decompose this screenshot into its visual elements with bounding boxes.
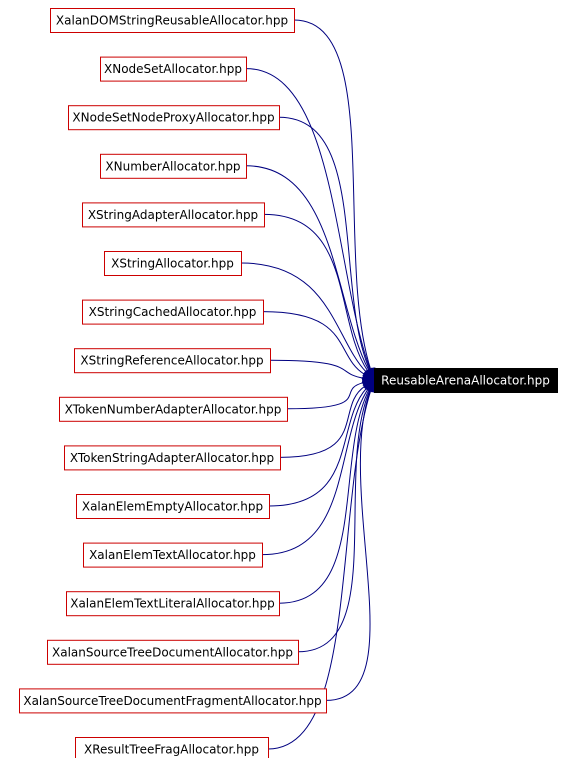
nodes-layer: XalanDOMStringReusableAllocator.hppXNode… [19, 8, 558, 758]
node-label: XNodeSetAllocator.hpp [104, 62, 242, 76]
edge-line [286, 382, 364, 410]
node-label: XStringAllocator.hpp [111, 257, 234, 271]
node-box [19, 688, 327, 714]
node-x-token-string-adapter-allocator[interactable]: XTokenStringAdapterAllocator.hpp [64, 445, 281, 471]
node-box [104, 251, 242, 276]
edge-line [269, 359, 364, 379]
edge-line [278, 389, 370, 604]
node-box [59, 396, 288, 422]
edge-line [263, 213, 369, 372]
node-x-node-set-allocator[interactable]: XNodeSetAllocator.hpp [100, 56, 247, 82]
edge-xalan-dom-string-reusable-allocator [293, 19, 376, 382]
edge-line [297, 389, 371, 653]
node-label: XalanDOMStringReusableAllocator.hpp [56, 14, 288, 28]
node-label: XStringCachedAllocator.hpp [89, 305, 257, 319]
edge-line [268, 387, 367, 507]
node-label: XNumberAllocator.hpp [105, 159, 240, 173]
node-box [76, 494, 270, 519]
edge-x-token-string-adapter-allocator [279, 379, 376, 458]
node-label: XalanElemEmptyAllocator.hpp [82, 500, 263, 514]
node-xalan-dom-string-reusable-allocator[interactable]: XalanDOMStringReusableAllocator.hpp [50, 8, 295, 33]
node-x-string-adapter-allocator[interactable]: XStringAdapterAllocator.hpp [82, 202, 265, 228]
node-label: XTokenStringAdapterAllocator.hpp [70, 451, 274, 465]
target-node-box [374, 368, 558, 393]
node-xalan-elem-text-literal-allocator[interactable]: XalanElemTextLiteralAllocator.hpp [66, 591, 280, 617]
node-x-result-tree-frag-allocator[interactable]: XResultTreeFragAllocator.hpp [75, 737, 269, 758]
edge-line [293, 19, 372, 370]
node-label: XalanSourceTreeDocumentAllocator.hpp [52, 645, 293, 659]
target-node-label: ReusableArenaAllocator.hpp [381, 374, 550, 388]
node-box [64, 445, 281, 471]
node-box [83, 542, 263, 568]
node-box [50, 8, 295, 33]
edge-line [278, 116, 371, 371]
node-label: XStringReferenceAllocator.hpp [80, 354, 263, 368]
node-x-token-number-adapter-allocator[interactable]: XTokenNumberAdapterAllocator.hpp [59, 396, 288, 422]
node-x-string-allocator[interactable]: XStringAllocator.hpp [104, 251, 242, 276]
edge-x-token-number-adapter-allocator [286, 377, 376, 410]
edge-x-string-reference-allocator [269, 359, 376, 384]
node-label: XTokenNumberAdapterAllocator.hpp [65, 402, 282, 416]
node-x-string-cached-allocator[interactable]: XStringCachedAllocator.hpp [82, 299, 264, 325]
node-box [100, 56, 247, 82]
node-label: XResultTreeFragAllocator.hpp [84, 743, 259, 757]
node-box [82, 202, 265, 228]
node-xalan-source-tree-document-fragment-allocator[interactable]: XalanSourceTreeDocumentFragmentAllocator… [19, 688, 327, 714]
node-x-number-allocator[interactable]: XNumberAllocator.hpp [100, 153, 247, 179]
node-xalan-source-tree-document-allocator[interactable]: XalanSourceTreeDocumentAllocator.hpp [47, 639, 299, 665]
edge-x-number-allocator [245, 165, 375, 382]
node-x-string-reference-allocator[interactable]: XStringReferenceAllocator.hpp [74, 348, 271, 374]
node-box [68, 105, 280, 131]
node-reusable-arena-allocator[interactable]: ReusableArenaAllocator.hpp [374, 368, 558, 393]
node-label: XalanElemTextAllocator.hpp [89, 548, 256, 562]
node-box [47, 639, 299, 665]
edge-line [245, 165, 370, 371]
node-box [82, 299, 264, 325]
edge-x-string-cached-allocator [262, 311, 376, 381]
node-box [74, 348, 271, 374]
edge-xalan-elem-text-literal-allocator [278, 378, 375, 604]
node-label: XStringAdapterAllocator.hpp [88, 208, 258, 222]
node-label: XalanElemTextLiteralAllocator.hpp [70, 597, 275, 611]
node-label: XNodeSetNodeProxyAllocator.hpp [72, 111, 274, 125]
node-box [66, 591, 280, 617]
edge-line [262, 311, 365, 375]
node-box [100, 153, 247, 179]
node-label: XalanSourceTreeDocumentFragmentAllocator… [23, 694, 321, 708]
edge-line [279, 385, 366, 458]
node-box [75, 737, 269, 758]
edge-line [261, 388, 369, 556]
edge-line [240, 262, 367, 373]
edge-line [325, 390, 371, 701]
node-xalan-elem-empty-allocator[interactable]: XalanElemEmptyAllocator.hpp [76, 494, 270, 519]
edges-layer [240, 19, 376, 750]
edge-line [267, 390, 372, 750]
node-xalan-elem-text-allocator[interactable]: XalanElemTextAllocator.hpp [83, 542, 263, 568]
node-x-node-set-node-proxy-allocator[interactable]: XNodeSetNodeProxyAllocator.hpp [68, 105, 280, 131]
